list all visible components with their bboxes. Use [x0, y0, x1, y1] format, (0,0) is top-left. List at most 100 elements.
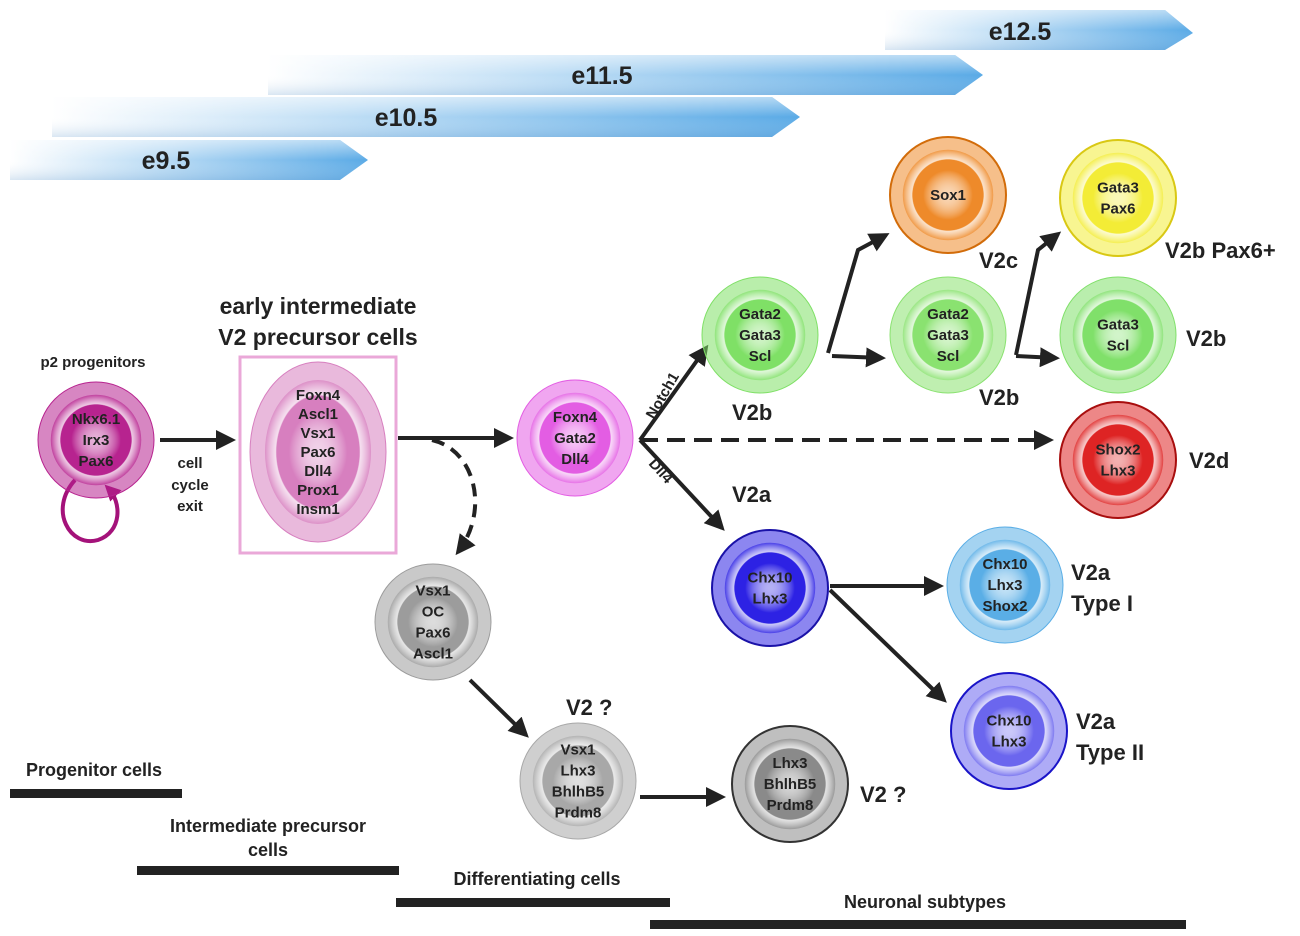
cell-marker-label: Lhx3: [560, 763, 595, 780]
v2-unknown-label-1: V2 ?: [566, 695, 612, 720]
cell-marker-label: Scl: [1107, 338, 1130, 355]
cell-marker-label: Vsx1: [560, 742, 595, 759]
cell-marker-label: Gata2: [554, 430, 596, 447]
cell-marker-label: Scl: [937, 348, 960, 365]
v2d-label: V2d: [1189, 448, 1229, 473]
cell-marker-label: Chx10: [982, 556, 1027, 573]
cell-marker-label: Gata3: [1097, 180, 1139, 197]
cell-marker-label: Gata3: [739, 327, 781, 344]
v2c-label: V2c: [979, 248, 1018, 273]
arrow-gata2a-branch: [826, 233, 890, 354]
cell-marker-label: Prox1: [297, 482, 339, 499]
cell-marker-label: Lhx3: [987, 577, 1022, 594]
stage-label: e9.5: [142, 147, 191, 175]
v2a-label: V2a: [732, 482, 772, 507]
cell-body: [1072, 152, 1164, 244]
cell-body: [1072, 289, 1164, 381]
svg-text:exit: exit: [177, 498, 203, 515]
cell-marker-label: Vsx1: [415, 583, 450, 600]
stage-e11-5: e11.5: [268, 55, 983, 95]
v2a-type2-label-1: V2a: [1076, 709, 1116, 734]
cells: Nkx6.1Irx3Pax6Foxn4Ascl1Vsx1Pax6Dll4Prox…: [37, 136, 1177, 843]
cell-body: [529, 392, 621, 484]
cell-marker-label: Gata2: [927, 306, 969, 323]
cell-body: [724, 542, 816, 634]
cell-marker-label: Chx10: [747, 570, 792, 587]
v2b-mid-label: V2b: [732, 400, 772, 425]
cell-body: [959, 539, 1051, 631]
cell-body: [902, 149, 994, 241]
cell-body: [902, 289, 994, 381]
phase-neuronal: Neuronal subtypes: [650, 892, 1186, 929]
cell-marker-label: Pax6: [415, 625, 450, 642]
cell-body: [264, 380, 372, 524]
stage-e12-5: e12.5: [885, 10, 1193, 50]
cell-marker-label: OC: [422, 604, 445, 621]
cell-marker-label: Foxn4: [296, 387, 341, 404]
cell-marker-label: Scl: [749, 348, 772, 365]
arrow-gata2a-to-gata2b: [831, 347, 886, 368]
cell-marker-label: Prdm8: [555, 805, 602, 822]
v2a-type1-label-1: V2a: [1071, 560, 1111, 585]
cell-marker-label: Gata3: [927, 327, 969, 344]
cell-body: [387, 576, 479, 668]
cell-marker-label: Chx10: [986, 713, 1031, 730]
phase-differentiating: Differentiating cells: [396, 869, 670, 907]
cell-marker-label: Lhx3: [1100, 463, 1135, 480]
cell-marker-label: Prdm8: [767, 797, 814, 814]
svg-text:Neuronal subtypes: Neuronal subtypes: [844, 892, 1006, 912]
cell-marker-label: Vsx1: [300, 425, 335, 442]
cell-marker-label: Gata2: [739, 306, 781, 323]
cell-marker-label: Gata3: [1097, 317, 1139, 334]
dll4-label: Dll4: [645, 455, 676, 487]
arrow-chx10-to-type2: [828, 588, 947, 703]
cell-marker-label: Sox1: [930, 187, 966, 204]
svg-text:cells: cells: [248, 840, 288, 860]
self-renewal-arrow: [60, 478, 122, 544]
svg-text:cell: cell: [177, 455, 202, 472]
p2-progenitors-label: p2 progenitors: [40, 354, 145, 371]
svg-text:Intermediate precursor: Intermediate precursor: [170, 816, 366, 836]
cell-marker-label: BhlhB5: [764, 776, 817, 793]
svg-text:Progenitor cells: Progenitor cells: [26, 760, 162, 780]
stage-label: e12.5: [989, 18, 1052, 46]
v2-unknown-label-2: V2 ?: [860, 782, 906, 807]
cell-marker-label: Nkx6.1: [72, 411, 120, 428]
cell-marker-label: Shox2: [982, 598, 1027, 615]
cell-marker-label: Foxn4: [553, 409, 598, 426]
cell-marker-label: Ascl1: [298, 406, 338, 423]
cell-marker-label: Insm1: [296, 501, 339, 518]
cell-body: [714, 289, 806, 381]
cell-body: [50, 394, 142, 486]
cell-body: [532, 735, 624, 827]
arrow-notch1: [638, 344, 709, 442]
cell-body: [963, 685, 1055, 777]
cell-marker-label: Dll4: [561, 451, 589, 468]
early-intermediate-box: [238, 355, 398, 555]
cell-marker-label: Pax6: [78, 453, 113, 470]
cell-marker-label: Dll4: [304, 463, 332, 480]
stage-label: e11.5: [571, 62, 632, 90]
arrow-gata2b-to-gata3scl: [1015, 347, 1060, 368]
early-intermediate-heading-1: early intermediate: [220, 293, 417, 319]
cell-marker-label: Lhx3: [772, 755, 807, 772]
notch1-label: Notch1: [643, 369, 683, 422]
arrow-gata2b-branch: [1014, 231, 1062, 356]
cell-marker-label: Lhx3: [991, 734, 1026, 751]
cell-cycle-exit-label: cell cycle exit: [171, 455, 209, 515]
v2b-far-label: V2b: [1186, 326, 1226, 351]
v2b-right-label: V2b: [979, 385, 1019, 410]
